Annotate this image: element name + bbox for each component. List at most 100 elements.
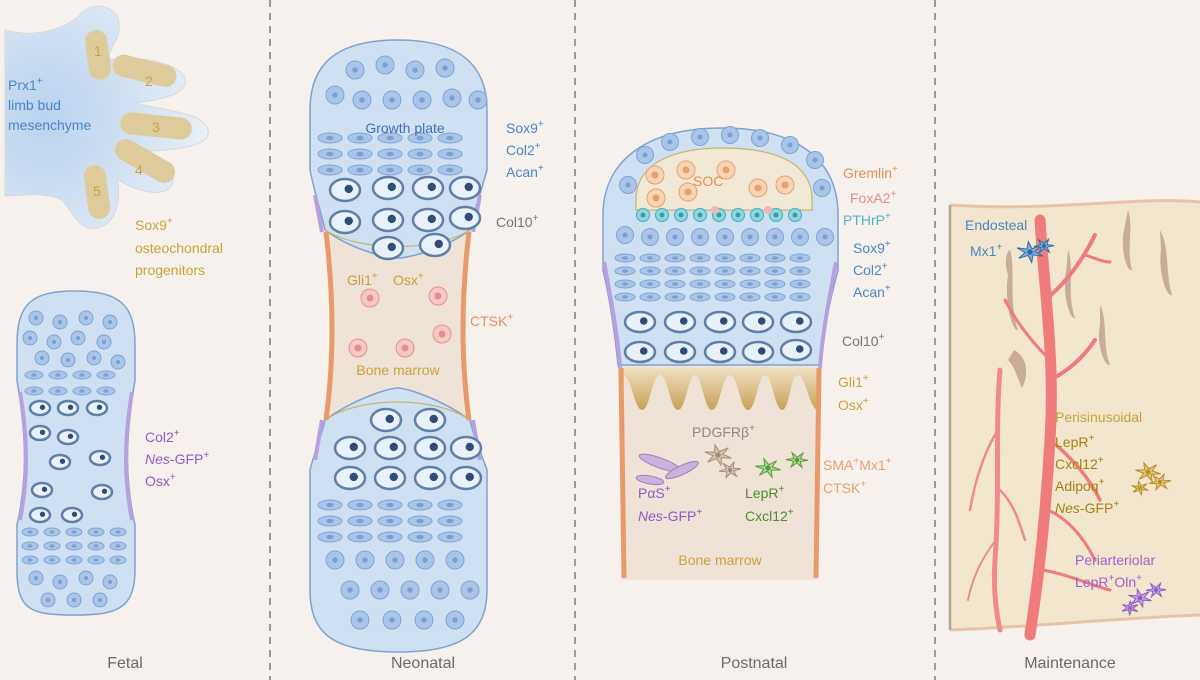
- periarteriolar-label: Periarteriolar: [1075, 552, 1155, 568]
- cell-nucleus: [792, 212, 798, 218]
- cell-nucleus: [57, 579, 63, 585]
- cell-nucleus: [387, 242, 396, 252]
- hypertrophic-chondrocyte: [703, 340, 737, 364]
- cxcl12-post-label: Cxcl12+: [745, 507, 794, 524]
- postnatal-cells: [614, 126, 834, 364]
- cell-nucleus: [385, 414, 394, 424]
- cell-nucleus: [49, 530, 55, 534]
- cell-nucleus: [647, 282, 653, 286]
- cell-nucleus: [326, 518, 334, 524]
- digit-numbers: 1 2 3 4 5: [93, 43, 160, 199]
- nes-main-label: Nes-GFP+: [1055, 499, 1119, 516]
- cell-nucleus: [67, 404, 74, 410]
- cell-nucleus: [465, 472, 474, 482]
- cell-nucleus: [647, 234, 653, 240]
- postnatal-marrow: [618, 365, 820, 580]
- sox9-fetal-label: Sox9+: [135, 216, 173, 233]
- cell-nucleus: [99, 454, 106, 460]
- cell-nucleus: [326, 502, 334, 508]
- cell-nucleus: [115, 359, 121, 365]
- cell-nucleus: [332, 92, 338, 98]
- cell-nucleus: [697, 134, 703, 140]
- cell-nucleus: [719, 317, 728, 325]
- cell-nucleus: [103, 389, 109, 393]
- cell-nucleus: [797, 269, 803, 273]
- cell-nucleus: [781, 181, 789, 189]
- cell-nucleus: [55, 373, 61, 377]
- cell-nucleus: [647, 269, 653, 273]
- cell-nucleus: [386, 151, 394, 157]
- cell-nucleus: [83, 315, 89, 321]
- cell-nucleus: [797, 234, 803, 240]
- cell-nucleus: [115, 530, 121, 534]
- cell-nucleus: [464, 212, 473, 222]
- cell-nucleus: [716, 212, 722, 218]
- cell-nucleus: [97, 597, 103, 603]
- cell-nucleus: [344, 216, 353, 226]
- cell-nucleus: [427, 214, 436, 224]
- cell-nucleus: [389, 472, 398, 482]
- cell-nucleus: [754, 212, 760, 218]
- col10-neo-label: Col10+: [496, 213, 539, 230]
- cxcl12-main-label: Cxcl12+: [1055, 455, 1104, 472]
- cell-nucleus: [389, 442, 398, 452]
- lepr-main-label: LepR+: [1055, 433, 1094, 450]
- cell-nucleus: [101, 339, 107, 345]
- cell-nucleus: [429, 414, 438, 424]
- foxa2-cell: [711, 206, 719, 214]
- soc-label: SOC: [693, 173, 723, 189]
- cell-nucleus: [354, 344, 362, 352]
- postnatal-periosteum: [602, 261, 838, 579]
- cell-nucleus: [103, 373, 109, 377]
- cell-nucleus: [401, 344, 409, 352]
- digit-4: 4: [135, 162, 143, 178]
- osx-fetal-label: Osx+: [145, 472, 176, 489]
- cell-nucleus: [429, 442, 438, 452]
- cell-nucleus: [416, 502, 424, 508]
- cell-nucleus: [697, 282, 703, 286]
- endosteal-label: Endosteal: [965, 217, 1027, 233]
- cell-nucleus: [377, 587, 383, 593]
- cell-nucleus: [772, 269, 778, 273]
- cell-nucleus: [464, 182, 473, 192]
- cell-nucleus: [446, 534, 454, 540]
- cell-nucleus: [446, 135, 454, 141]
- nes-fetal-label: Nes-GFP+: [145, 450, 209, 467]
- cell-nucleus: [639, 347, 648, 355]
- maintenance-stromal-cells: [1016, 237, 1172, 617]
- cell-nucleus: [356, 151, 364, 157]
- cell-nucleus: [639, 317, 648, 325]
- cell-nucleus: [427, 182, 436, 192]
- cell-nucleus: [640, 212, 646, 218]
- cell-nucleus: [722, 166, 730, 174]
- cell-nucleus: [765, 465, 771, 471]
- cell-nucleus: [79, 389, 85, 393]
- cell-nucleus: [747, 234, 753, 240]
- fetal-perichondrium: [18, 391, 134, 521]
- arteriole: [1003, 214, 1112, 641]
- sma-mx1-label: SMA+Mx1+: [823, 456, 892, 473]
- cell-nucleus: [422, 557, 428, 563]
- cell-nucleus: [1145, 469, 1151, 475]
- cell-nucleus: [416, 518, 424, 524]
- cell-nucleus: [1128, 606, 1132, 610]
- cell-nucleus: [647, 295, 653, 299]
- cell-nucleus: [684, 188, 692, 196]
- cell-nucleus: [387, 182, 396, 192]
- cell-nucleus: [31, 373, 37, 377]
- cell-nucleus: [71, 530, 77, 534]
- neonatal-cells: [317, 55, 488, 630]
- cell-nucleus: [434, 239, 443, 249]
- cell-nucleus: [79, 373, 85, 377]
- cell-nucleus: [27, 335, 33, 341]
- hypertrophic-chondrocyte: [741, 310, 775, 334]
- cell-nucleus: [39, 404, 46, 410]
- col2-post-label: Col2+: [853, 261, 888, 278]
- cell-nucleus: [757, 347, 766, 355]
- cell-nucleus: [679, 347, 688, 355]
- neonatal-panel: Growth plate Sox9+ Col2+ Acan+ Col10+ Gl…: [309, 39, 544, 672]
- cell-nucleus: [357, 617, 363, 623]
- endosteal-surface-top: [949, 199, 1200, 209]
- cell-nucleus: [387, 214, 396, 224]
